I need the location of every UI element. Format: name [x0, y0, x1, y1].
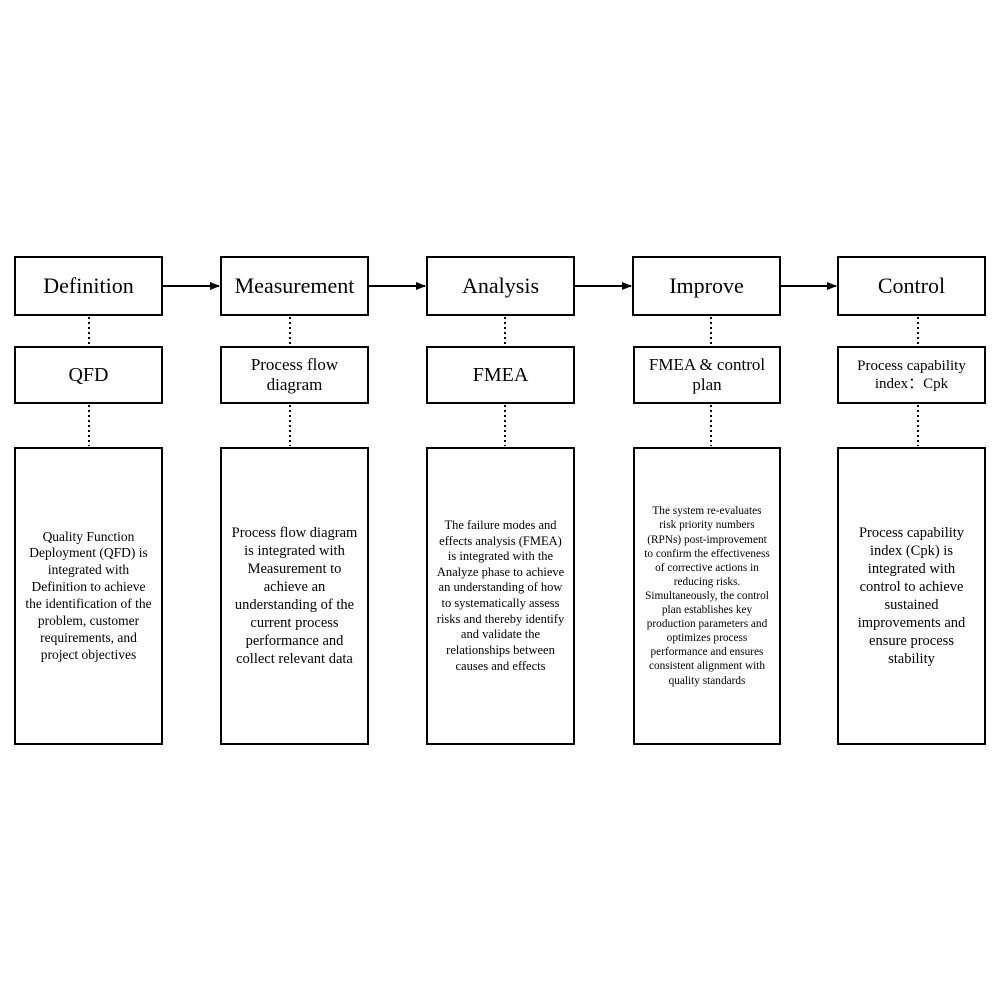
phase-improve: Improve: [632, 256, 781, 316]
tool-fmea-control-plan: FMEA & control plan: [633, 346, 781, 404]
description-definition: Quality Function Deployment (QFD) is int…: [14, 447, 163, 745]
phase-analysis: Analysis: [426, 256, 575, 316]
description-text: Process flow diagram is integrated with …: [231, 524, 358, 668]
phase-definition: Definition: [14, 256, 163, 316]
description-text: The failure modes and effects analysis (…: [436, 517, 565, 673]
phase-label: Control: [877, 273, 946, 298]
tool-qfd: QFD: [14, 346, 163, 404]
description-control: Process capability index (Cpk) is integr…: [837, 447, 986, 745]
tool-fmea: FMEA: [426, 346, 575, 404]
phase-label: Analysis: [462, 273, 539, 298]
tool-label: Process capability index：Cpk: [857, 358, 966, 392]
tool-label: FMEA & control plan: [648, 354, 766, 394]
description-text: Quality Function Deployment (QFD) is int…: [25, 528, 152, 662]
description-text: Process capability index (Cpk) is integr…: [857, 524, 966, 668]
tool-label: FMEA: [472, 364, 529, 386]
description-improve: The system re-evaluates risk priority nu…: [633, 447, 781, 745]
tool-label: Process flow diagram: [250, 354, 339, 394]
description-analysis: The failure modes and effects analysis (…: [426, 447, 575, 745]
phase-measurement: Measurement: [220, 256, 369, 316]
description-text: The system re-evaluates risk priority nu…: [644, 505, 770, 687]
phase-control: Control: [837, 256, 986, 316]
tool-label: QFD: [68, 364, 109, 386]
tool-process-flow-diagram: Process flow diagram: [220, 346, 369, 404]
description-measurement: Process flow diagram is integrated with …: [220, 447, 369, 745]
tool-process-capability-index: Process capability index：Cpk: [837, 346, 986, 404]
phase-label: Definition: [43, 273, 134, 298]
phase-label: Measurement: [234, 273, 355, 298]
phase-label: Improve: [669, 273, 744, 298]
